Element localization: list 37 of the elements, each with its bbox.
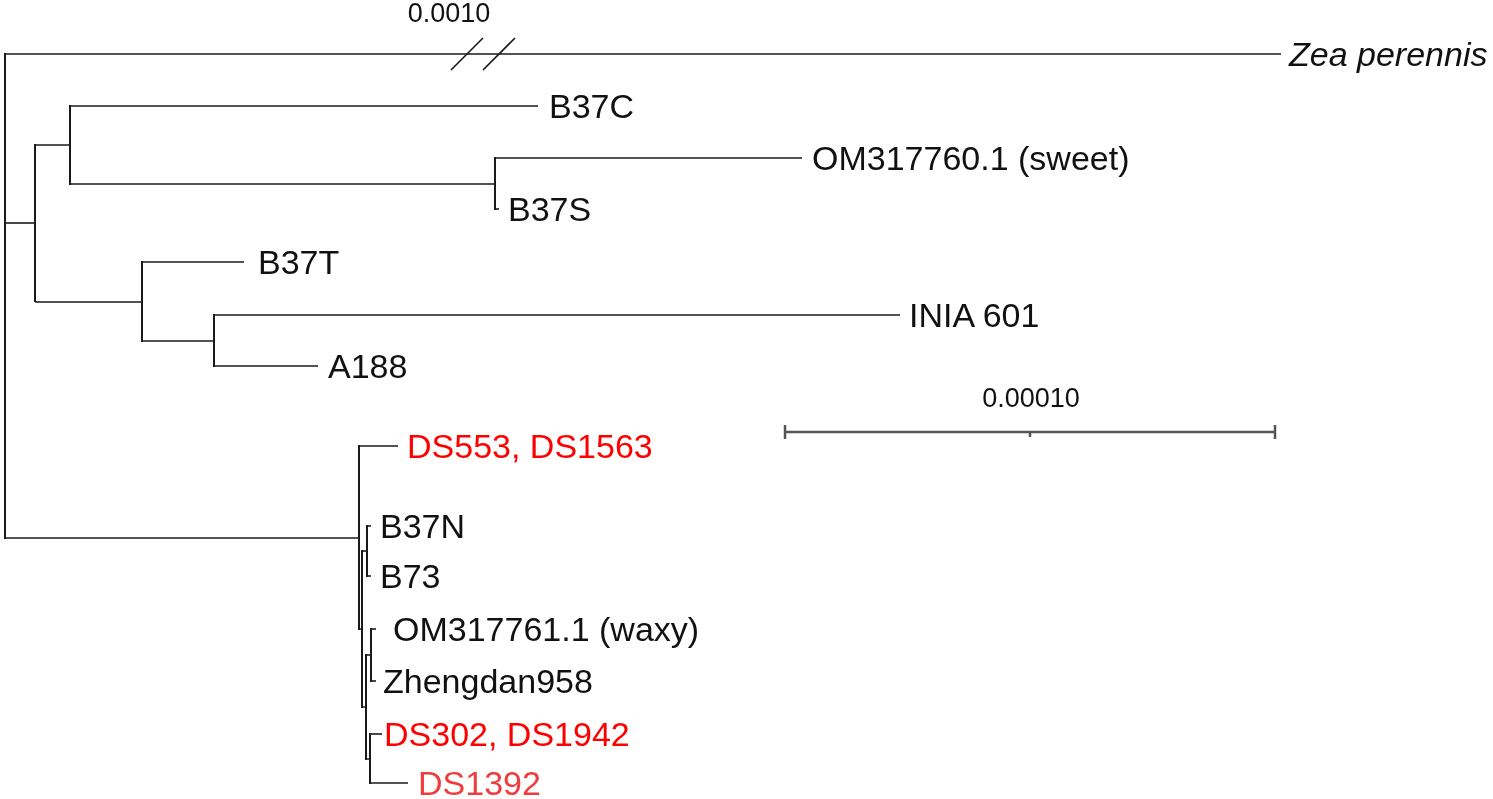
branch-line [362,550,367,552]
branch-line [142,340,214,342]
branch-line [371,628,377,630]
branch-line [495,157,803,159]
taxon-label: DS553, DS1563 [398,431,653,462]
taxon-label: B37T [244,247,340,278]
branch-line [366,758,370,760]
branch-line [35,300,142,303]
branch-line [359,445,399,447]
branch-line [367,525,372,527]
branch-line [495,208,500,210]
branch-line [70,105,539,107]
taxon-label: B37N [371,511,466,542]
branch-line [366,654,371,656]
branch-line [370,782,409,784]
taxon-label: DS1392 [408,768,541,799]
branch-line [214,314,901,316]
taxon-label: A188 [318,351,408,382]
branch-line [367,575,372,577]
scale-label: 0.00010 [982,386,1080,411]
edge-label: 0.0010 [405,0,493,25]
taxon-label: DS302, DS1942 [382,719,630,750]
branch-line [5,53,1282,55]
taxon-label: B37S [499,194,592,225]
branch-line [359,628,362,630]
branch-line [70,183,495,185]
branch-line [371,680,377,682]
taxon-label: B37C [538,91,635,122]
taxon-label: INIA 601 [900,300,1040,331]
branch-line [214,365,319,367]
branch-line [5,537,359,539]
branch-line [35,144,70,146]
branch-line [142,261,245,263]
taxon-label: B73 [371,561,441,592]
branch-line [362,706,366,708]
branch-line [5,222,35,224]
branch-line [370,733,383,735]
